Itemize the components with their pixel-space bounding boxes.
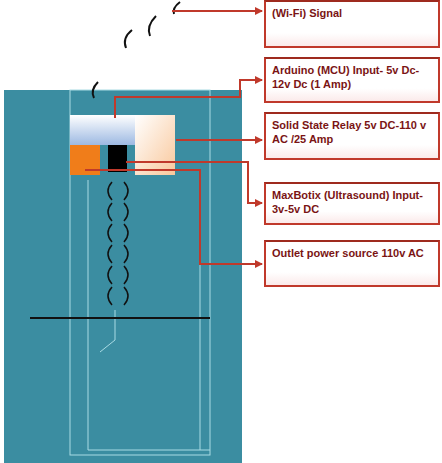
water-level-line — [30, 317, 210, 319]
label-text: Arduino (MCU) Input- 5v Dc-12v Dc (1 Amp… — [266, 59, 438, 95]
label-box: (Wi-Fi) Signal — [264, 0, 440, 48]
ultrasound-waves — [108, 182, 128, 305]
inner-outline — [70, 90, 210, 455]
label-box: MaxBotix (Ultrasound) Input- 3v-5v DC — [264, 182, 440, 225]
solid-state-relay — [135, 115, 175, 175]
label-text: Solid State Relay 5v DC-110 v AC /25 Amp — [266, 114, 438, 150]
inner-lines — [88, 180, 210, 450]
label-box: Solid State Relay 5v DC-110 v AC /25 Amp — [264, 112, 440, 160]
label-text: MaxBotix (Ultrasound) Input- 3v-5v DC — [266, 184, 438, 220]
label-box: Outlet power source 110v AC — [264, 240, 440, 287]
ultrasound-sensor — [108, 145, 127, 172]
label-text: Outlet power source 110v AC — [266, 242, 438, 264]
label-box: Arduino (MCU) Input- 5v Dc-12v Dc (1 Amp… — [264, 57, 440, 103]
leader-arrows — [85, 11, 262, 264]
label-text: (Wi-Fi) Signal — [266, 2, 438, 24]
housing — [4, 90, 242, 463]
arduino-board — [70, 115, 135, 145]
wifi-arcs — [93, 2, 180, 98]
